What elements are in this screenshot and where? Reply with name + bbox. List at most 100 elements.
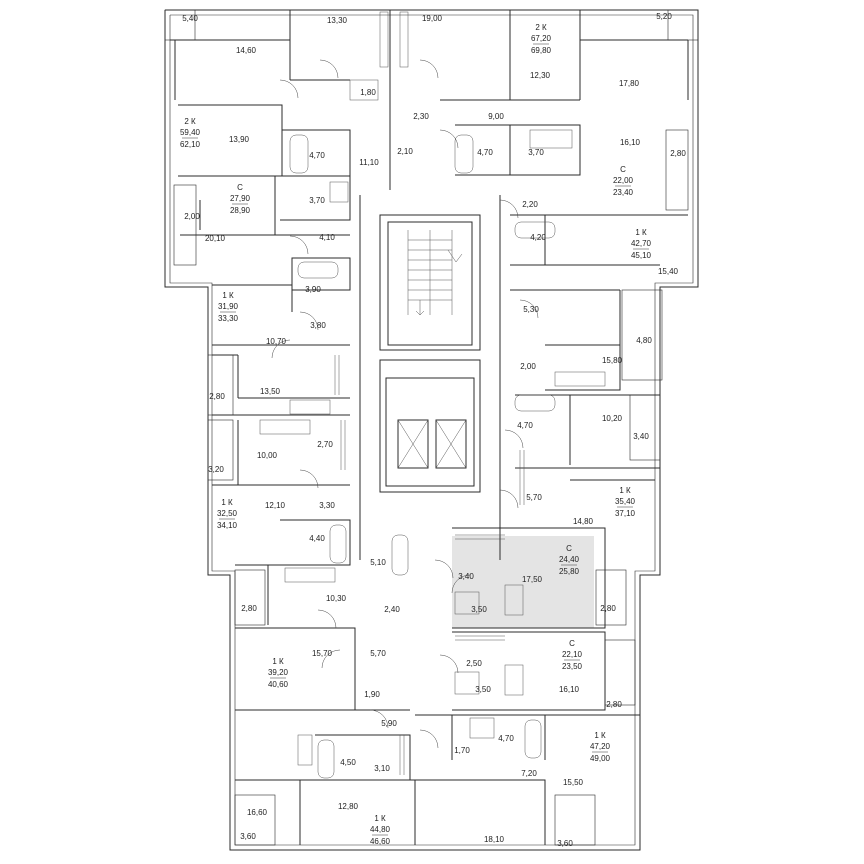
- apartment-area-total: 34,10: [217, 521, 238, 530]
- apartment-area-living: 35,40: [615, 497, 636, 506]
- stair-core: [407, 230, 463, 316]
- room-area: 10,00: [257, 451, 278, 460]
- apartment-type: 2 К: [184, 117, 196, 126]
- room-area: 2,80: [600, 604, 616, 613]
- apartment-label: 1 К 32,50 34,10: [217, 498, 238, 530]
- room-area: 2,70: [317, 440, 333, 449]
- room-area: 2,80: [670, 149, 686, 158]
- apartment-type: 1 К: [221, 498, 233, 507]
- apartment-area-living: 59,40: [180, 128, 201, 137]
- apartment-label: С 27,90 28,90: [230, 183, 251, 215]
- apartment-label: 1 К 31,90 33,30: [218, 291, 239, 323]
- room-area: 4,70: [309, 151, 325, 160]
- room-area: 3,40: [633, 432, 649, 441]
- partition-walls-left: [170, 10, 416, 845]
- room-area: 5,30: [523, 305, 539, 314]
- room-area: 4,80: [636, 336, 652, 345]
- room-area: 2,30: [413, 112, 429, 121]
- room-area-labels: 5,40 13,30 19,00 5,20 14,60 12,30 17,80 …: [182, 12, 686, 848]
- apartment-label: С 22,00 23,40: [613, 165, 634, 197]
- apartment-area-living: 39,20: [268, 668, 289, 677]
- room-area: 13,90: [229, 135, 250, 144]
- room-area: 12,80: [338, 802, 359, 811]
- apartment-type: 1 К: [594, 731, 606, 740]
- room-area: 15,50: [563, 778, 584, 787]
- apartment-label: 2 К 59,40 62,10: [180, 117, 201, 149]
- room-area: 15,70: [312, 649, 333, 658]
- apartment-area-total: 46,60: [370, 837, 391, 846]
- apartment-area-living: 22,00: [613, 176, 634, 185]
- room-area: 18,10: [484, 835, 505, 844]
- room-area: 3,60: [240, 832, 256, 841]
- room-area: 5,20: [656, 12, 672, 21]
- room-area: 1,80: [360, 88, 376, 97]
- room-area: 15,40: [658, 267, 679, 276]
- apartment-area-living: 31,90: [218, 302, 239, 311]
- apartment-label: С 22,10 23,50: [562, 639, 583, 671]
- apartment-area-total: 33,30: [218, 314, 239, 323]
- room-area: 2,20: [522, 200, 538, 209]
- room-area: 4,70: [498, 734, 514, 743]
- room-area: 16,10: [559, 685, 580, 694]
- room-area: 19,00: [422, 14, 443, 23]
- apartment-label: С 24,40 25,80: [559, 544, 580, 576]
- room-area: 3,60: [557, 839, 573, 848]
- room-area: 5,70: [370, 649, 386, 658]
- room-area: 4,20: [530, 233, 546, 242]
- room-area: 3,20: [208, 465, 224, 474]
- room-area: 2,00: [520, 362, 536, 371]
- apartment-area-living: 44,80: [370, 825, 391, 834]
- room-area: 3,50: [471, 605, 487, 614]
- room-area: 4,70: [477, 148, 493, 157]
- room-area: 4,10: [319, 233, 335, 242]
- room-area: 4,50: [340, 758, 356, 767]
- room-area: 3,70: [309, 196, 325, 205]
- apartment-type: С: [569, 639, 575, 648]
- room-area: 7,20: [521, 769, 537, 778]
- room-area: 10,70: [266, 337, 287, 346]
- room-area: 12,10: [265, 501, 286, 510]
- apartment-label: 1 К 44,80 46,60: [370, 814, 391, 846]
- apartment-type: 2 К: [535, 23, 547, 32]
- room-area: 1,70: [454, 746, 470, 755]
- room-area: 3,80: [310, 321, 326, 330]
- apartment-type: С: [566, 544, 572, 553]
- room-area: 3,70: [528, 148, 544, 157]
- apartment-area-living: 22,10: [562, 650, 583, 659]
- balconies: [164, 9, 699, 846]
- room-area: 2,40: [384, 605, 400, 614]
- building-outline: [164, 9, 699, 851]
- room-area: 5,90: [381, 719, 397, 728]
- apartment-area-living: 32,50: [217, 509, 238, 518]
- apartment-label: 1 К 35,40 37,10: [615, 486, 636, 518]
- apartment-type: 1 К: [374, 814, 386, 823]
- partition-walls-right: [389, 10, 689, 845]
- apartment-area-total: 45,10: [631, 251, 652, 260]
- apartment-area-total: 40,60: [268, 680, 289, 689]
- apartment-area-total: 28,90: [230, 206, 251, 215]
- room-area: 5,70: [526, 493, 542, 502]
- apartment-area-total: 69,80: [531, 46, 552, 55]
- room-area: 5,10: [370, 558, 386, 567]
- apartment-label: 1 К 39,20 40,60: [268, 657, 289, 689]
- apartment-area-total: 23,50: [562, 662, 583, 671]
- room-area: 2,10: [397, 147, 413, 156]
- room-area: 11,10: [359, 158, 379, 167]
- apartment-type: 1 К: [619, 486, 631, 495]
- room-area: 12,30: [530, 71, 551, 80]
- apartment-label: 1 К 42,70 45,10: [631, 228, 652, 260]
- room-area: 14,60: [236, 46, 257, 55]
- doors: [271, 59, 539, 749]
- apartment-label: 1 К 47,20 49,00: [590, 731, 611, 763]
- room-area: 4,40: [309, 534, 325, 543]
- room-area: 5,40: [182, 14, 198, 23]
- room-area: 1,90: [364, 690, 380, 699]
- apartment-area-total: 25,80: [559, 567, 580, 576]
- room-area: 3,90: [305, 285, 321, 294]
- room-area: 2,80: [209, 392, 225, 401]
- apartment-area-total: 37,10: [615, 509, 636, 518]
- apartment-area-living: 47,20: [590, 742, 611, 751]
- room-area: 3,10: [374, 764, 390, 773]
- room-area: 20,10: [205, 234, 226, 243]
